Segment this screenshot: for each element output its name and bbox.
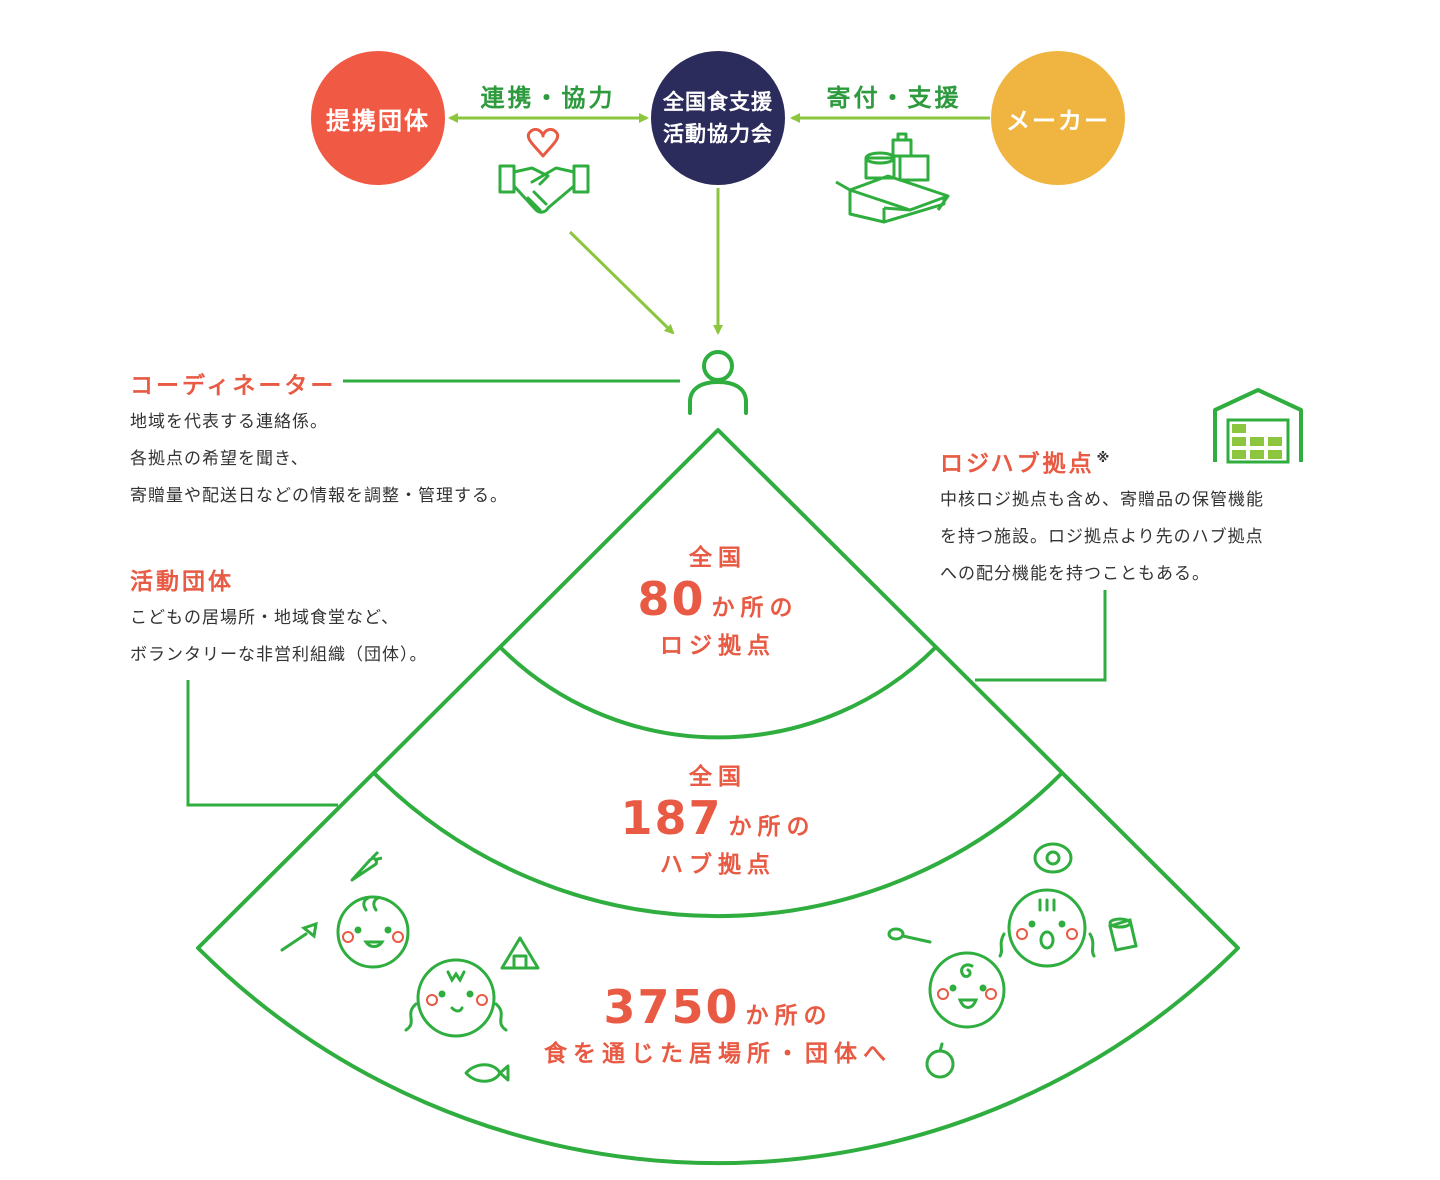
segment-unit: か所の — [711, 595, 799, 621]
logihub-desc-line: への配分機能を持つこともある。 — [940, 564, 1210, 584]
logihub-desc-line: 中核ロジ拠点も含め、寄贈品の保管機能 — [940, 490, 1264, 510]
warehouse-icon — [1213, 388, 1303, 464]
segment-unit: か所の — [728, 814, 816, 840]
fish-icon — [464, 1063, 510, 1083]
partner-node: 提携団体 — [311, 51, 445, 185]
logihub-connector — [975, 590, 1107, 682]
activity-group-title: 活動団体 — [130, 569, 234, 595]
activity-group-connector — [186, 680, 338, 807]
coordinator-desc-line: 地域を代表する連絡係。 — [130, 412, 328, 432]
cheek-icon — [1066, 928, 1078, 940]
child-face-icon — [404, 958, 508, 1038]
activity-group-desc-line: こどもの居場所・地域食堂など、 — [130, 608, 400, 628]
cheek-icon — [985, 988, 997, 1000]
logihub-note-mark: ※ — [1096, 451, 1113, 467]
council-node: 全国食支援 活動協力会 — [651, 51, 785, 185]
partner-coordinator-arrow — [568, 230, 675, 335]
cheek-icon — [1016, 928, 1028, 940]
cheek-icon — [476, 994, 488, 1006]
fan-middle-arc — [373, 772, 1063, 919]
activity-group-desc-line: ボランタリーな非営利組織（団体）。 — [130, 645, 428, 665]
segment-unit: か所の — [745, 1003, 833, 1029]
cheek-icon — [392, 931, 404, 943]
segment-prefix: 全国 — [689, 545, 747, 571]
apple-icon — [925, 1042, 955, 1079]
segment-number: 80 — [637, 572, 706, 626]
cup-icon — [1108, 917, 1138, 952]
rice-ball-icon — [500, 936, 540, 970]
activity-group-desc: こどもの居場所・地域食堂など、 ボランタリーな非営利組織（団体）。 — [130, 600, 428, 674]
segment-prefix: 全国 — [689, 764, 747, 790]
handshake-icon — [498, 128, 590, 214]
coordinator-title: コーディネーター — [130, 373, 337, 399]
fan-outline — [196, 428, 1240, 1166]
distribution-fan — [196, 428, 1240, 1166]
segment-number: 187 — [620, 791, 723, 845]
fork-icon — [280, 921, 318, 952]
fan-inner-arc — [498, 645, 938, 740]
cheek-icon — [342, 931, 354, 943]
edge-label-support: 寄付・支援 — [826, 84, 962, 112]
segment-name: 食を通じた居場所・団体へ — [544, 1041, 892, 1067]
segment-name: ハブ拠点 — [660, 852, 776, 878]
coordinator-person-icon — [688, 350, 748, 415]
partner-node-label: 提携団体 — [326, 106, 430, 135]
child-face-icon — [928, 951, 1006, 1029]
segment-number: 3750 — [603, 980, 740, 1034]
logihub-desc-line: を持つ施設。ロジ拠点より先のハブ拠点 — [940, 527, 1264, 547]
coordinator-desc: 地域を代表する連絡係。 各拠点の希望を聞き、 寄贈量や配送日などの情報を調整・管… — [130, 404, 508, 515]
maker-node: メーカー — [991, 51, 1125, 185]
coordinator-desc-line: 寄贈量や配送日などの情報を調整・管理する。 — [130, 486, 508, 506]
council-node-label: 全国食支援 活動協力会 — [663, 90, 773, 146]
segment-name: ロジ拠点 — [660, 633, 776, 659]
cheek-icon — [937, 988, 949, 1000]
child-face-icon — [336, 895, 410, 969]
council-node-circle — [651, 51, 785, 185]
spoon-icon — [887, 927, 932, 944]
logihub-heading: ロジハブ拠点※ — [940, 444, 1112, 478]
child-face-icon — [998, 888, 1096, 968]
logihub-desc: 中核ロジ拠点も含め、寄贈品の保管機能 を持つ施設。ロジ拠点より先のハブ拠点 への… — [940, 482, 1264, 593]
logihub-title: ロジハブ拠点 — [940, 451, 1095, 477]
edge-label-cooperation: 連携・協力 — [480, 84, 616, 112]
coordinator-desc-line: 各拠点の希望を聞き、 — [130, 449, 309, 469]
partner-node-circle — [311, 51, 445, 185]
egg-icon — [1033, 842, 1073, 874]
carrot-icon — [350, 850, 383, 882]
donation-boxes-icon — [835, 132, 950, 224]
maker-node-label: メーカー — [1006, 106, 1110, 135]
maker-node-circle — [991, 51, 1125, 185]
cheek-icon — [426, 994, 438, 1006]
